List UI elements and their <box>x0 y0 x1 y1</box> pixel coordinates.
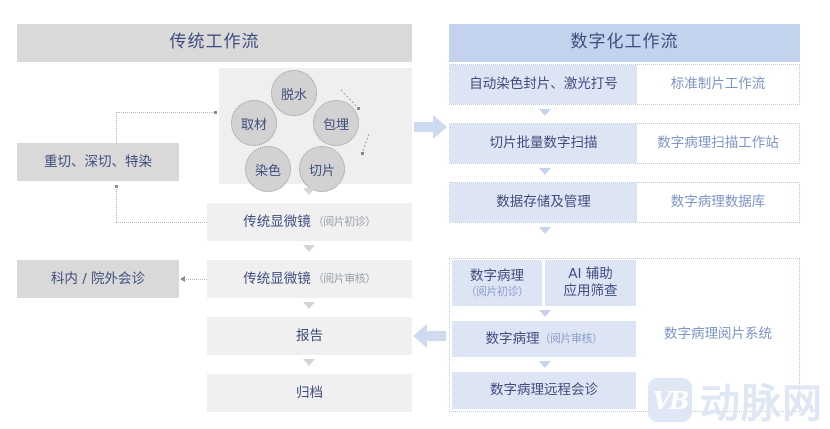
cycle-node-tuoshui: 脱水 <box>271 70 317 116</box>
row-label: 数据存储及管理 <box>496 194 591 211</box>
connector-consultation-arrowhead <box>180 276 185 282</box>
side-box-label: 科内 / 院外会诊 <box>50 270 146 287</box>
step-label: 报告 <box>296 327 323 344</box>
cycle-node-qucai: 取材 <box>231 100 277 146</box>
arrow-right-to-digital <box>414 115 447 139</box>
cell-note-label: 应用筛查 <box>563 283 618 299</box>
cycle-node-baomai: 包埋 <box>313 100 359 146</box>
cell-note-label: （阅片审核） <box>539 332 604 346</box>
ai-assisted-screening-cell: AI 辅助 应用筛查 <box>545 260 636 306</box>
step-note: （阅片审核） <box>312 272 377 286</box>
flow-arrow-down <box>303 188 315 195</box>
report-box: 报告 <box>207 317 412 355</box>
archive-box: 归档 <box>207 374 412 412</box>
digital-row-1-left: 自动染色封片、激光打号 <box>450 65 637 104</box>
cycle-node-label: 脱水 <box>280 87 307 103</box>
connector-recut-up-vertical <box>116 112 117 143</box>
row-system-label: 数字病理数据库 <box>670 194 766 211</box>
cycle-node-ranse: 染色 <box>245 146 291 192</box>
connector-start-marker <box>115 185 118 188</box>
connector-recut-up-horizontal <box>116 112 216 113</box>
consultation-box: 科内 / 院外会诊 <box>17 260 179 298</box>
flow-arrow-down <box>539 168 551 175</box>
step-label: 归档 <box>296 384 323 401</box>
cycle-node-label: 切片 <box>308 163 335 179</box>
cycle-node-label: 取材 <box>240 117 267 133</box>
flow-arrow-down <box>303 302 315 309</box>
cell-main-label: 数字病理远程会诊 <box>490 382 598 399</box>
digital-reading-system-label-cell: 数字病理阅片系统 <box>638 260 798 409</box>
step-note: （阅片初诊） <box>312 215 377 229</box>
recut-deepcut-specialstain-box: 重切、深切、特染 <box>17 143 179 181</box>
step-label: 传统显微镜 <box>243 213 311 230</box>
row-label: 自动染色封片、激光打号 <box>469 76 618 93</box>
row-system-label: 数字病理扫描工作站 <box>657 135 779 152</box>
cycle-node-qiepian: 切片 <box>299 146 345 192</box>
cell-main-label: AI 辅助 <box>568 266 613 283</box>
flow-arrow-down <box>539 361 551 368</box>
connector-consultation-horizontal <box>186 279 207 280</box>
digital-row-3-right: 数字病理数据库 <box>637 183 799 222</box>
cycle-node-label: 染色 <box>254 163 281 179</box>
digital-row-2-right: 数字病理扫描工作站 <box>637 124 799 163</box>
row-label: 切片批量数字扫描 <box>489 135 598 152</box>
connector-recut-down-vertical <box>116 187 117 222</box>
step-label: 传统显微镜 <box>243 270 311 287</box>
cell-main-label: 数字病理 <box>470 267 524 284</box>
digital-pathology-review-cell: 数字病理 （阅片审核） <box>452 321 636 357</box>
digital-pathology-initial-cell: 数字病理 （阅片初诊） <box>452 260 542 306</box>
traditional-workflow-header: 传统工作流 <box>17 24 412 62</box>
arrow-left-to-traditional <box>413 324 446 348</box>
group-system-label: 数字病理阅片系统 <box>664 326 772 343</box>
flow-arrow-down <box>303 359 315 366</box>
traditional-microscope-review-box: 传统显微镜 （阅片审核） <box>207 260 412 298</box>
flow-arrow-down <box>539 310 551 317</box>
digital-row-1-right: 标准制片工作流 <box>637 65 799 104</box>
digital-workflow-header: 数字化工作流 <box>449 24 800 62</box>
digital-row-2-left: 切片批量数字扫描 <box>450 124 637 163</box>
flow-arrow-down <box>303 245 315 252</box>
digital-pathology-teleconsultation-cell: 数字病理远程会诊 <box>452 372 636 409</box>
row-system-label: 标准制片工作流 <box>670 76 766 93</box>
connector-endpoint-marker <box>214 111 217 114</box>
traditional-microscope-initial-box: 传统显微镜 （阅片初诊） <box>207 203 412 241</box>
cycle-node-label: 包埋 <box>322 117 349 133</box>
connector-recut-down-horizontal <box>116 222 207 223</box>
side-box-label: 重切、深切、特染 <box>44 153 152 170</box>
flow-arrow-down <box>539 227 551 234</box>
cell-main-label: 数字病理 <box>485 330 540 347</box>
cell-note-label: （阅片初诊） <box>465 284 530 298</box>
flow-arrow-down <box>539 109 551 116</box>
digital-row-3-left: 数据存储及管理 <box>450 183 637 222</box>
